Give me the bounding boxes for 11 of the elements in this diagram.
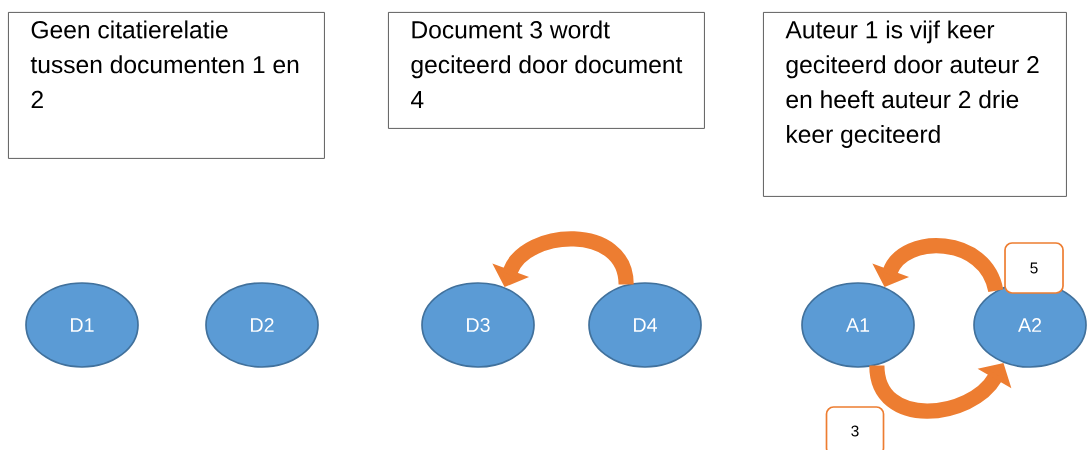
text-box: Auteur 1 is vijf keer geciteerd door auteur 2 en heeft auteur 2 drie keer geciteerd bbox=[763, 12, 1067, 197]
ellipse-node: A2 bbox=[973, 282, 1087, 368]
ellipse-node: D4 bbox=[588, 282, 702, 368]
count-box: 3 bbox=[825, 406, 885, 450]
ellipse-node: D3 bbox=[421, 282, 535, 368]
ellipse-node: D1 bbox=[25, 282, 139, 368]
ellipse-node: D2 bbox=[205, 282, 319, 368]
count-box: 5 bbox=[1004, 242, 1064, 294]
ellipse-node: A1 bbox=[801, 282, 915, 368]
text-box: Geen citatierelatie tussen documenten 1 en 2 bbox=[8, 12, 325, 159]
text-box: Document 3 wordt geciteerd door document 4 bbox=[388, 12, 705, 129]
